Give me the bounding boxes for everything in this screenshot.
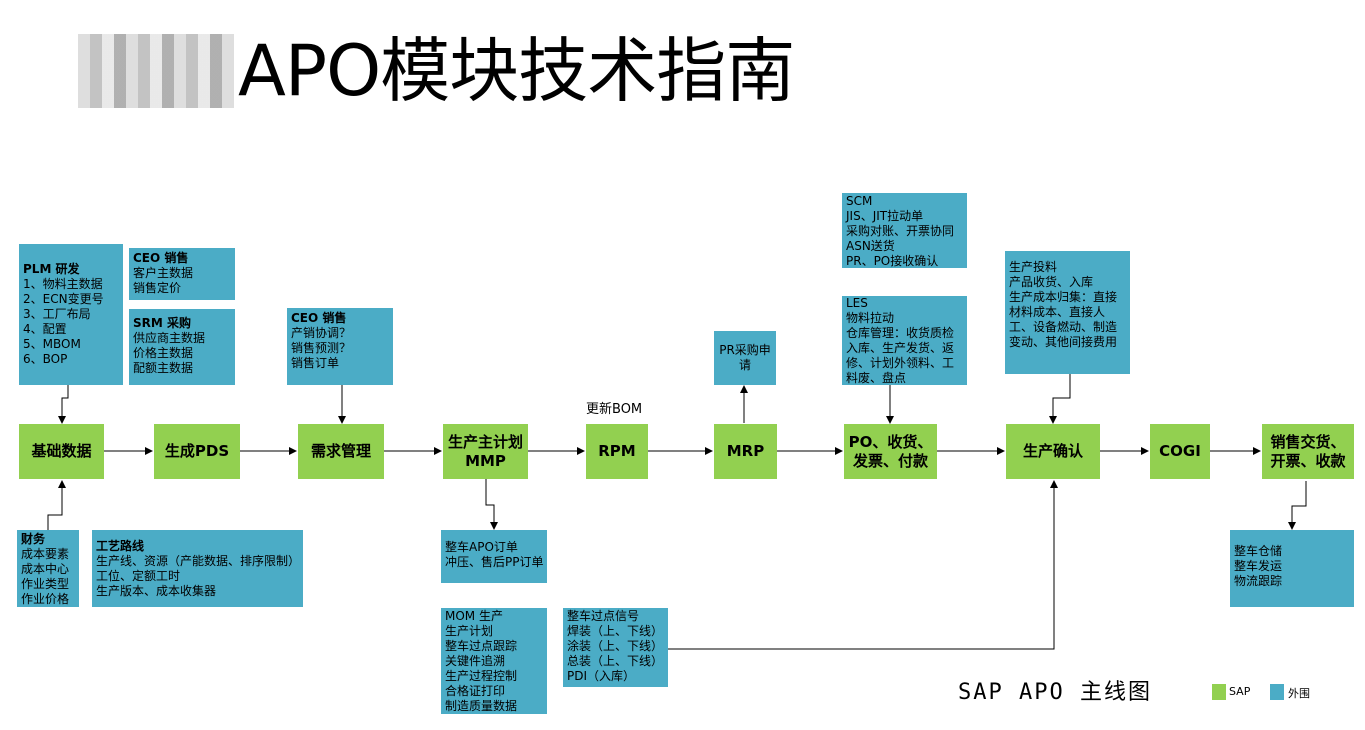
process-cogi: COGI xyxy=(1150,424,1210,479)
system-production-cost: 生产投料 产品收货、入库 生产成本归集：直接 材料成本、直接人 工、设备燃动、制… xyxy=(1005,251,1130,374)
system-plm: PLM 研发 1、物料主数据 2、ECN变更号 3、工厂布局 4、配置 5、MB… xyxy=(19,244,123,385)
diagram-label: SAP APO 主线图 xyxy=(958,680,1152,705)
arrow-sales-delivery xyxy=(1288,481,1307,530)
arrow-signal-confirm xyxy=(668,480,1058,650)
system-scm: SCM JIS、JIT拉动单 采购对账、开票协同 ASN送货 PR、PO接收确认 xyxy=(842,193,967,268)
arrow-prod-confirm xyxy=(1049,374,1071,424)
system-srm: SRM 采购 供应商主数据 价格主数据 配额主数据 xyxy=(129,309,235,385)
page-title: APO模块技术指南 xyxy=(238,30,795,112)
blurred-company-name xyxy=(78,34,234,108)
arrow-plm-basic xyxy=(58,385,69,424)
arrow-mmp-output xyxy=(485,479,498,530)
system-ceo-sales-forecast: CEO 销售 产销协调？ 销售预测？ 销售订单 xyxy=(287,308,393,385)
system-mmp-orders: 整车APO订单 冲压、售后PP订单 xyxy=(441,530,547,583)
system-finance: 财务 成本要素 成本中心 作业类型 作业价格 xyxy=(17,530,79,607)
process-master-plan-mmp: 生产主计划 MMP xyxy=(443,424,528,479)
note-update-bom: 更新BOM xyxy=(586,402,643,417)
system-vehicle-signal: 整车过点信号 焊装（上、下线） 涂装（上、下线） 总装（上、下线） PDI（入库… xyxy=(563,608,668,687)
system-mom: MOM 生产 生产计划 整车过点跟踪 关键件追溯 生产过程控制 合格证打印 制造… xyxy=(441,608,547,714)
process-generate-pds: 生成PDS xyxy=(154,424,240,479)
system-routing: 工艺路线 生产线、资源（产能数据、排序限制） 工位、定额工时 生产版本、成本收集… xyxy=(92,530,303,607)
process-demand-management: 需求管理 xyxy=(298,424,384,479)
legend-swatch-sap xyxy=(1212,684,1226,700)
process-mrp: MRP xyxy=(714,424,777,479)
process-rpm: RPM xyxy=(586,424,648,479)
process-basic-data: 基础数据 xyxy=(19,424,104,479)
process-production-confirm: 生产确认 xyxy=(1006,424,1100,479)
process-sales-delivery: 销售交货、 开票、收款 xyxy=(1262,424,1354,479)
system-heading: PLM 研发 xyxy=(23,262,80,276)
legend-label-external: 外围 xyxy=(1288,687,1310,700)
system-ceo-sales-master: CEO 销售 客户主数据 销售定价 xyxy=(129,248,235,300)
system-vehicle-logistics: 整车仓储 整车发运 物流跟踪 xyxy=(1230,530,1354,607)
legend-swatch-external xyxy=(1270,684,1284,700)
system-pr-request: PR采购申 请 xyxy=(714,331,776,385)
legend-label-sap: SAP xyxy=(1229,685,1251,698)
process-po-invoice-payment: PO、收货、 发票、付款 xyxy=(844,424,937,479)
system-les: LES 物料拉动 仓库管理：收货质检 入库、生产发货、返 修、计划外领料、工 料… xyxy=(842,296,967,385)
arrow-finance-basic xyxy=(47,480,66,532)
